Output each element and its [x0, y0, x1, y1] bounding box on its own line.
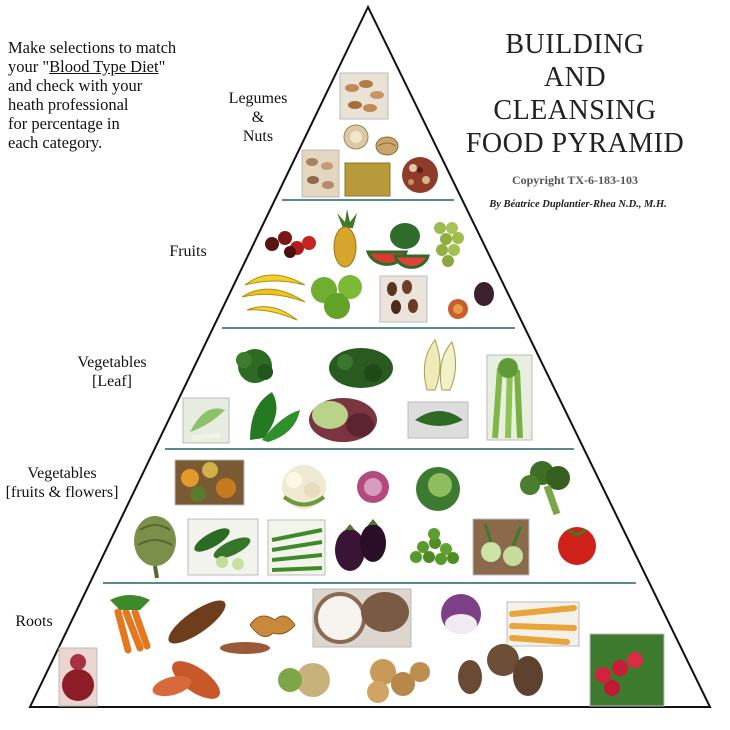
food-figs-icon — [448, 282, 494, 319]
food-celery-icon — [486, 354, 533, 441]
tier-label-legumes-nuts: Legumes & Nuts — [213, 89, 303, 146]
food-broccoli-icon — [520, 461, 570, 516]
food-carrots-icon — [110, 595, 151, 654]
food-endive-icon — [423, 339, 456, 391]
note-line-2-prefix: your " — [8, 57, 50, 76]
food-tomato-icon — [558, 527, 596, 565]
food-kidney-beans-icon — [402, 157, 438, 193]
food-artichoke-icon — [134, 516, 176, 579]
note-line-5: for percentage in — [8, 114, 120, 133]
title-line-4: FOOD PYRAMID — [465, 128, 685, 159]
title-line-3: CLEANSING — [493, 95, 657, 126]
food-almonds-icon — [339, 72, 389, 120]
food-lentils-icon — [344, 162, 391, 197]
food-spinach-icon — [236, 349, 273, 383]
tier-roots-line-1: Roots — [15, 613, 53, 630]
food-jerusalem-artichoke-icon — [367, 659, 430, 703]
food-lettuce-icon — [309, 398, 377, 442]
food-celeriac-icon — [278, 663, 330, 697]
note-line-2: your "Blood Type Diet" — [8, 57, 223, 76]
note-line-6: each category. — [8, 133, 103, 152]
title-line-2: AND — [543, 62, 607, 93]
tier-fruits-line-1: Fruits — [169, 243, 207, 260]
food-yuca-icon — [168, 600, 226, 644]
food-peas-icon — [410, 528, 459, 565]
pyramid-outline — [28, 4, 712, 708]
food-kale-icon — [329, 348, 393, 388]
food-eggplant-icon — [335, 519, 386, 571]
food-turnip-icon — [441, 594, 481, 634]
food-red-cabbage-icon — [357, 471, 389, 503]
note-line-2-suffix: " — [158, 57, 166, 76]
note-line-3: and check with your — [8, 76, 143, 95]
food-kohlrabi-icon — [472, 518, 530, 576]
food-malanga-icon — [458, 644, 543, 696]
tier-legumes-line-2: & — [251, 109, 265, 126]
tier-leaf-line-1: Vegetables — [77, 354, 147, 371]
tier-label-roots: Roots — [6, 612, 62, 631]
food-arugula-icon — [407, 401, 469, 439]
food-parsnip-icon — [506, 601, 580, 647]
food-dates-icon — [379, 275, 428, 323]
food-pinto-beans-icon — [301, 149, 340, 198]
pyramid-title: BUILDING AND CLEANSING FOOD PYRAMID — [450, 28, 700, 160]
tier-leaf-line-2: [Leaf] — [92, 373, 132, 390]
food-ginger-icon — [249, 615, 296, 638]
food-taro-icon — [312, 588, 412, 648]
note-line-4: heath professional — [8, 95, 129, 114]
tier-label-vegetables-fruits-flowers: Vegetables [fruits & flowers] — [0, 464, 124, 502]
food-grapes-icon — [434, 222, 464, 267]
tier-label-fruits: Fruits — [156, 242, 220, 261]
food-green-beans-icon — [267, 519, 326, 576]
food-parsnip-small-icon — [220, 642, 270, 654]
copyright-text: Copyright TX-6-183-103 — [511, 173, 639, 187]
food-bok-choy-icon — [182, 397, 230, 444]
food-cauliflower-icon — [282, 465, 326, 509]
blood-type-diet-link[interactable]: Blood Type Diet — [49, 57, 159, 76]
food-chard-icon — [250, 392, 300, 442]
food-beet-icon — [58, 647, 98, 707]
food-pineapple-icon — [333, 209, 357, 268]
tier-legumes-line-3: Nuts — [242, 128, 274, 145]
food-bananas-icon — [241, 274, 306, 321]
tier-fruitflower-line-2: [fruits & flowers] — [5, 484, 119, 501]
food-sweet-potato-icon — [152, 661, 220, 699]
tier-fruitflower-line-1: Vegetables — [27, 465, 97, 482]
food-green-cabbage-icon — [416, 467, 460, 511]
food-hazelnut-icon — [343, 124, 369, 150]
food-walnut-icon — [375, 136, 399, 156]
tier-label-vegetables-leaf: Vegetables [Leaf] — [64, 353, 160, 391]
title-line-1: BUILDING — [505, 29, 645, 60]
food-watermelon-icon — [365, 223, 430, 269]
food-cucumber-icon — [187, 518, 259, 576]
tier-legumes-line-1: Legumes — [228, 90, 288, 107]
instruction-note: Make selections to match your "Blood Typ… — [8, 38, 223, 152]
author-credit: By Béatrice Duplantier-Rhea N.D., M.H. — [489, 199, 667, 210]
food-squash-icon — [174, 459, 245, 506]
food-radishes-icon — [589, 633, 665, 707]
note-line-1: Make selections to match — [8, 38, 177, 57]
food-cherries-icon — [265, 231, 316, 258]
food-green-apples-icon — [311, 275, 362, 319]
